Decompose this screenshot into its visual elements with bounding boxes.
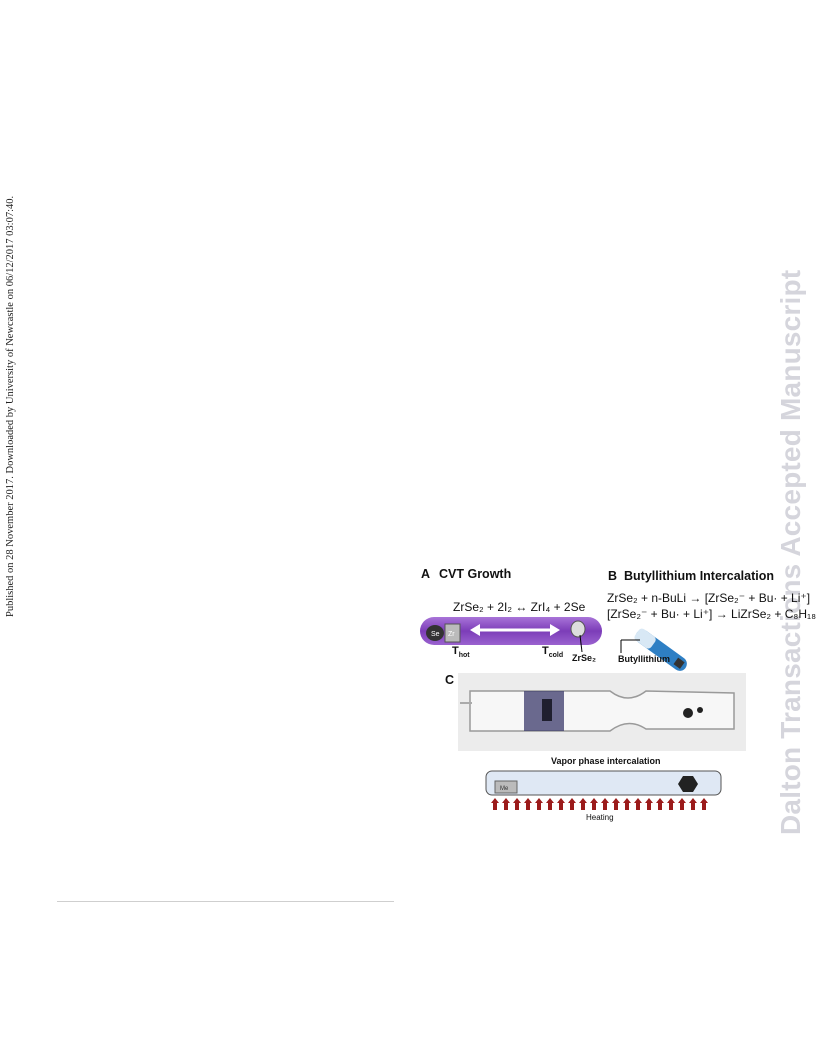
t-hot-label: Thot — [452, 645, 470, 660]
reagent-tube-top — [634, 628, 656, 649]
product-label: ZrSe₂ — [572, 653, 597, 663]
figure-intercalation-methods: A CVT Growth ZrSe₂ + 2I₂ ↔ ZrI₄ + 2Se Se… — [415, 560, 816, 830]
download-margin-note: Published on 28 November 2017. Downloade… — [5, 195, 16, 617]
heat-arrow — [568, 798, 576, 810]
panel-c-letter: C — [445, 673, 455, 687]
panel-b-title: Butyllithium Intercalation — [624, 569, 775, 583]
heat-arrow — [524, 798, 532, 810]
target-crystal — [678, 776, 698, 792]
zr-label: Zr — [448, 631, 455, 638]
heat-arrow — [513, 798, 521, 810]
heat-arrow — [667, 798, 675, 810]
panel-b-equation-1: ZrSe₂ + n-BuLi → [ZrSe₂⁻ + Bu· + Li⁺] — [607, 591, 811, 605]
panel-a-letter: A — [421, 567, 431, 581]
butyllithium-tube — [620, 628, 687, 671]
crystal-b — [697, 707, 703, 713]
zrse2-crystal — [570, 620, 586, 638]
t-cold-label: Tcold — [542, 645, 564, 660]
heat-arrow — [590, 798, 598, 810]
heat-arrow — [656, 798, 664, 810]
panel-b-equation-2: [ZrSe₂⁻ + Bu· + Li⁺] → LiZrSe₂ + C₈H₁₈ — [607, 607, 816, 621]
heating-arrows — [491, 798, 708, 810]
panel-a-equation: ZrSe₂ + 2I₂ ↔ ZrI₄ + 2Se — [453, 600, 586, 614]
panel-a-title: CVT Growth — [439, 567, 512, 581]
se-label: Se — [431, 631, 440, 638]
panel-b-letter: B — [608, 569, 618, 583]
product-pointer — [579, 634, 583, 653]
panel-c-caption: Vapor phase intercalation — [551, 756, 661, 766]
heat-arrow — [623, 798, 631, 810]
heat-arrow — [557, 798, 565, 810]
heat-arrow — [546, 798, 554, 810]
metal-source — [494, 780, 518, 794]
heat-arrow — [502, 798, 510, 810]
crystal-a — [683, 708, 693, 718]
ampoule-photo — [458, 673, 746, 751]
heat-arrow — [700, 798, 708, 810]
heat-arrow — [634, 798, 642, 810]
metal-label: Me — [500, 786, 509, 792]
heat-arrow — [689, 798, 697, 810]
heat-arrow — [491, 798, 499, 810]
heat-arrow — [579, 798, 587, 810]
se-source — [426, 625, 444, 641]
transport-arrowhead-left — [470, 624, 480, 636]
cvt-ampoule: Se Zr — [420, 617, 602, 653]
heat-arrow — [678, 798, 686, 810]
heat-arrow — [535, 798, 543, 810]
heat-arrow — [645, 798, 653, 810]
dark-deposit — [542, 699, 552, 721]
sample-in-tube — [673, 657, 685, 669]
heating-label: Heating — [586, 813, 614, 822]
transport-arrowhead-right — [550, 624, 560, 636]
vapor-intercalation-schematic: Me — [485, 770, 722, 810]
reagent-label: Butyllithium — [618, 654, 670, 664]
heat-arrow — [612, 798, 620, 810]
footnote-rule — [57, 901, 394, 902]
reaction-tube — [485, 770, 722, 796]
heat-arrow — [601, 798, 609, 810]
zr-source — [444, 623, 461, 643]
glass-ampoule — [469, 690, 735, 732]
